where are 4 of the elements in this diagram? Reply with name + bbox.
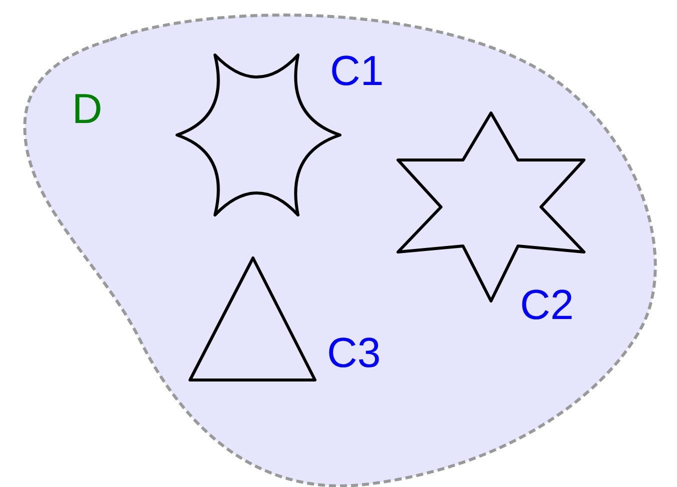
shape-label: C1 bbox=[330, 50, 384, 92]
shape-label: C3 bbox=[327, 332, 381, 374]
shape-label: C2 bbox=[520, 284, 574, 326]
region-label: D bbox=[72, 88, 102, 130]
